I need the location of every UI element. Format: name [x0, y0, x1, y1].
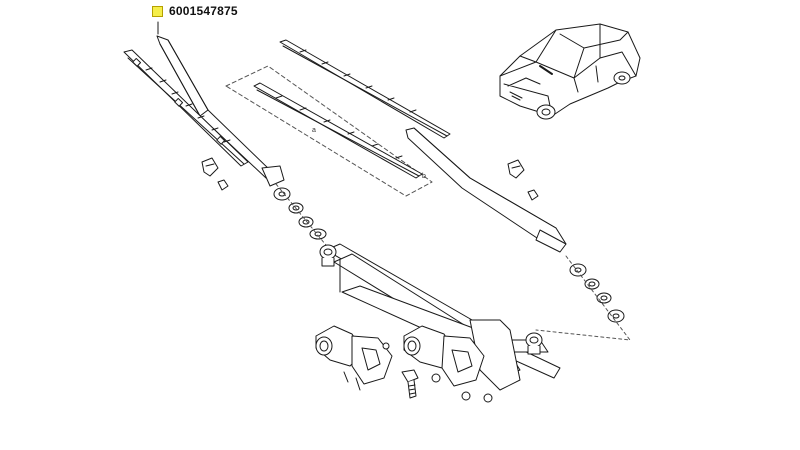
- left-arm-nut: [217, 179, 229, 191]
- left-pivot-axis-dash: [275, 183, 331, 251]
- vehicle-thumbnail: [499, 23, 641, 120]
- right-wiper-arm: [405, 127, 567, 253]
- callout-marker: [152, 5, 163, 17]
- blade-mark-a: a: [312, 127, 316, 134]
- part-number-callout: 6001547875: [152, 4, 238, 18]
- spare-blades-dashed-frame: [225, 65, 433, 197]
- spare-blade-upper: [279, 39, 451, 139]
- right-pivot-housing: [525, 332, 543, 355]
- left-arm-cap: [201, 157, 219, 177]
- wiper-motor-installed: [403, 325, 493, 403]
- left-pivot-spacer-stack: [273, 187, 327, 240]
- left-pivot-housing: [319, 244, 337, 267]
- right-arm-cap: [507, 159, 525, 179]
- wiper-motor-exploded: [315, 325, 393, 391]
- spare-blade-lower: [253, 82, 423, 179]
- part-number-label: 6001547875: [169, 4, 238, 18]
- left-wiper-arm: [156, 35, 285, 187]
- left-wiper-blade: [123, 49, 249, 167]
- motor-mounting-bolt: [401, 369, 419, 399]
- right-arm-nut: [527, 189, 539, 201]
- blade-mark-b: b: [422, 173, 426, 180]
- right-pivot-axis-dash: [535, 255, 631, 341]
